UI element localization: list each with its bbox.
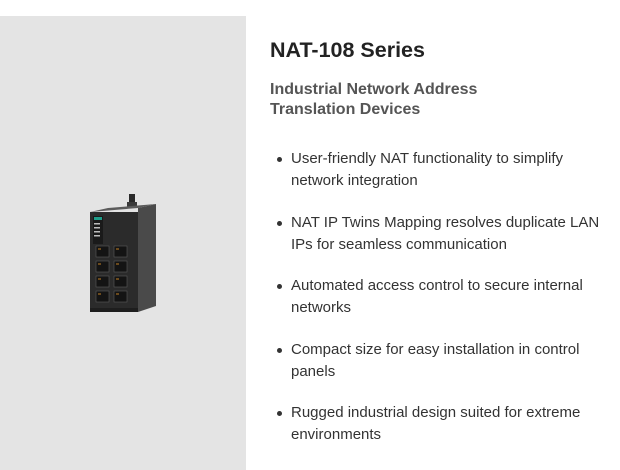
bullet-icon [277, 284, 282, 289]
feature-text: User-friendly NAT functionality to simpl… [291, 150, 564, 189]
feature-text: Compact size for easy installation in co… [291, 340, 580, 380]
bullet-icon [277, 220, 282, 226]
feature-item: Rugged industrial design suited for extr… [270, 402, 601, 446]
industrial-switch-device-image [90, 194, 156, 312]
feature-item: User-friendly NAT functionality to simpl… [270, 148, 601, 192]
feature-list: User-friendly NAT functionality to simpl… [270, 148, 600, 446]
feature-text: Automated access control to secure inter… [291, 277, 583, 316]
bullet-icon [277, 347, 282, 353]
product-card: NAT-108 Series Industrial Network Addres… [0, 16, 612, 470]
feature-item: Compact size for easy installation in co… [270, 339, 601, 383]
feature-item: NAT IP Twins Mapping resolves duplicate … [270, 212, 601, 256]
bullet-icon [277, 411, 282, 416]
product-info: NAT-108 Series Industrial Network Addres… [270, 36, 600, 466]
product-image-panel [0, 16, 246, 470]
feature-text: NAT IP Twins Mapping resolves duplicate … [291, 213, 600, 253]
feature-text: Rugged industrial design suited for extr… [291, 404, 581, 443]
feature-item: Automated access control to secure inter… [270, 275, 601, 319]
product-title: NAT-108 Series [270, 38, 425, 62]
product-subtitle: Industrial Network Address Translation D… [270, 81, 478, 118]
bullet-icon [277, 157, 282, 162]
